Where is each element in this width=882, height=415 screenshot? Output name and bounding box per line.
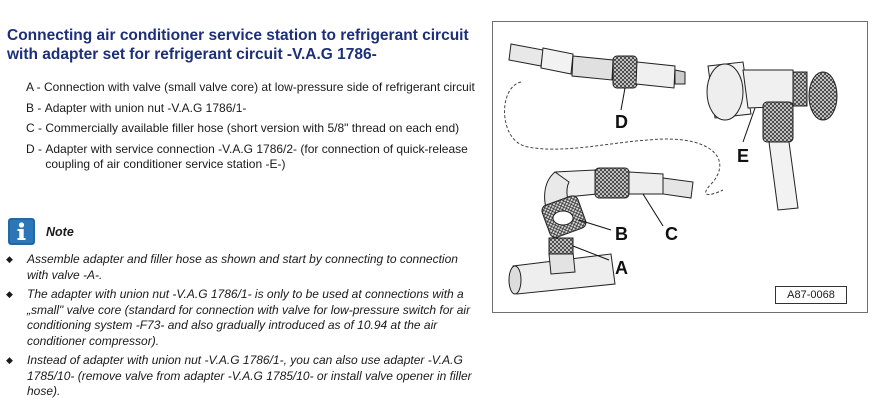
legend-text: Adapter with union nut -V.A.G 1786/1- <box>44 100 247 115</box>
legend-key: D - <box>26 141 46 156</box>
legend-item: B - Adapter with union nut -V.A.G 1786/1… <box>26 101 476 117</box>
label-c: C <box>665 224 678 244</box>
valve-connection-a <box>508 237 616 295</box>
coupling-e <box>706 61 838 211</box>
bullet-text: Instead of adapter with union nut -V.A.G… <box>27 353 472 398</box>
bullet-icon: ◆ <box>6 355 13 365</box>
label-d: D <box>615 112 628 132</box>
legend-key: C - <box>26 121 46 135</box>
figure-code: A87-0068 <box>775 286 847 304</box>
note-header: Note <box>8 218 74 245</box>
legend-item: C - Commercially available filler hose (… <box>26 121 476 137</box>
legend-key: B - <box>26 100 45 115</box>
legend-item: A - Connection with valve (small valve c… <box>26 80 476 96</box>
list-item: ◆ Instead of adapter with union nut -V.A… <box>5 353 475 400</box>
bullet-text: The adapter with union nut -V.A.G 1786/1… <box>27 287 471 348</box>
list-item: ◆ Assemble adapter and filler hose as sh… <box>5 252 475 283</box>
bullet-text: Assemble adapter and filler hose as show… <box>27 252 458 282</box>
adapter-b-hose-c <box>541 167 694 238</box>
list-item: ◆ The adapter with union nut -V.A.G 1786… <box>5 287 475 349</box>
note-bullets: ◆ Assemble adapter and filler hose as sh… <box>5 252 475 404</box>
label-e: E <box>737 146 749 166</box>
legend-item: D - Adapter with service connection -V.A… <box>26 142 476 173</box>
legend-key: A - <box>26 80 45 94</box>
bullet-icon: ◆ <box>6 289 13 299</box>
legend-text: Commercially available filler hose (shor… <box>45 121 460 135</box>
note-label: Note <box>46 224 74 239</box>
adapter-drawing: D E B C A <box>504 43 838 295</box>
info-icon <box>8 218 35 245</box>
page-title: Connecting air conditioner service stati… <box>7 27 469 63</box>
adapter-d <box>508 43 686 111</box>
adapter-illustration: D E B C A A87-0068 <box>492 21 868 313</box>
label-a: A <box>615 258 628 278</box>
legend-list: A - Connection with valve (small valve c… <box>26 80 476 178</box>
legend-text: Adapter with service connection -V.A.G 1… <box>45 141 468 172</box>
label-b: B <box>615 224 628 244</box>
legend-text: Connection with valve (small valve core)… <box>44 80 475 94</box>
bullet-icon: ◆ <box>6 254 13 264</box>
